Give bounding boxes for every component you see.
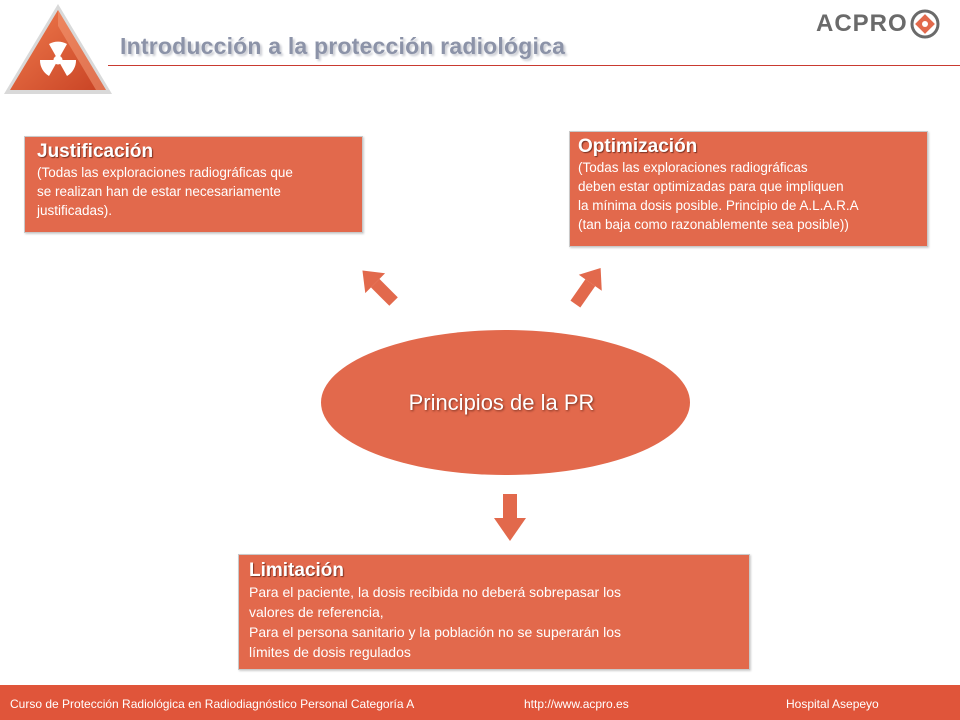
optimizacion-line: (tan baja como razonablemente sea posibl… (578, 216, 849, 232)
justificacion-line: justificadas). (37, 202, 113, 218)
justificacion-box: Justificación (Todas las exploraciones r… (24, 136, 363, 233)
justificacion-title: Justificación (37, 141, 154, 162)
optimizacion-line: (Todas las exploraciones radiográficas (578, 159, 808, 175)
limitacion-line: Para el paciente, la dosis recibida no d… (249, 583, 622, 600)
arrow-to-justificacion (362, 270, 398, 306)
justificacion-line: (Todas las exploraciones radiográficas q… (37, 164, 293, 180)
footer-course: Curso de Protección Radiológica en Radio… (10, 697, 415, 711)
limitacion-line: valores de referencia, (249, 603, 384, 620)
footer-hospital: Hospital Asepeyo (786, 697, 879, 711)
optimizacion-box: Optimización (Todas las exploraciones ra… (569, 131, 928, 247)
limitacion-text: Para el paciente, la dosis recibida no d… (249, 582, 739, 662)
limitacion-title: Limitación (249, 560, 345, 581)
footer-bar: Curso de Protección Radiológica en Radio… (0, 685, 960, 720)
page-title: Introducción a la protección radiológica (120, 33, 566, 59)
justificacion-text: (Todas las exploraciones radiográficas q… (37, 163, 350, 220)
optimizacion-line: deben estar optimizadas para que impliqu… (578, 178, 844, 194)
radiation-warning-triangle-icon (4, 4, 112, 94)
principios-label: Principios de la PR (408, 389, 595, 415)
brand-logo: ACPRO (816, 4, 956, 44)
brand-name: ACPRO (816, 10, 908, 37)
arrow-to-optimizacion (570, 267, 602, 308)
arrow-to-limitacion (494, 494, 526, 541)
limitacion-box: Limitación Para el paciente, la dosis re… (238, 554, 750, 670)
justificacion-line: se realizan han de estar necesariamente (37, 183, 281, 199)
optimizacion-text: (Todas las exploraciones radiográficas d… (578, 158, 919, 234)
limitacion-line: Para el persona sanitario y la población… (249, 623, 622, 640)
footer-url-link[interactable]: http://www.acpro.es (524, 697, 629, 711)
optimizacion-title: Optimización (578, 136, 698, 157)
principios-ellipse: Principios de la PR (321, 330, 690, 475)
limitacion-line: límites de dosis regulados (249, 643, 411, 660)
optimizacion-line: la mínima dosis posible. Principio de A.… (578, 197, 859, 213)
title-underline (108, 65, 960, 66)
acpro-logo-icon (910, 9, 940, 39)
